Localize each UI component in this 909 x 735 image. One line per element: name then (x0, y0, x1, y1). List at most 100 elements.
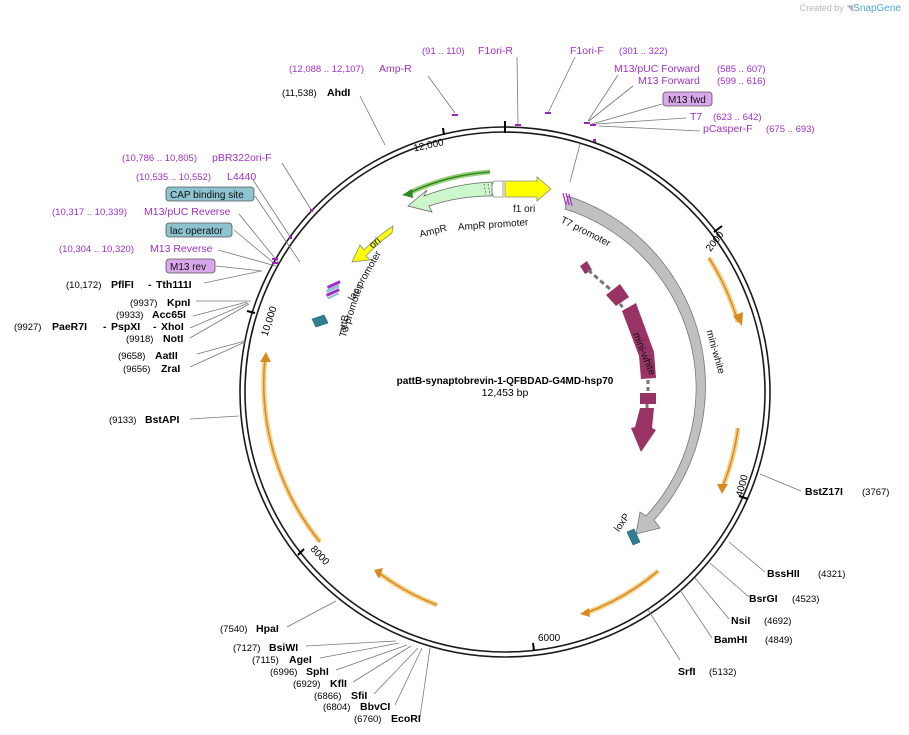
enzyme-name: BssHII (767, 568, 800, 580)
enzyme-name: AgeI (289, 654, 312, 666)
enzyme-pos: (9927) (14, 322, 41, 333)
enzyme-pos: (7540) (220, 624, 247, 635)
enzyme-name: XhoI (161, 321, 184, 333)
primer-labels: (12,088 .. 12,107) Amp-R (91 .. 110) F1o… (52, 45, 815, 255)
enzyme-name: PflFI (111, 279, 134, 291)
enzyme-name: EcoRI (391, 713, 421, 725)
loxp-mark (626, 528, 641, 546)
leader-lines (189, 56, 802, 718)
lac-region-marks (325, 280, 341, 300)
enzyme-name: BsrGI (749, 593, 778, 605)
f1-ori-label: f1 ori (513, 204, 535, 215)
enzyme-pos: (9937) (130, 298, 157, 309)
credit-brand: SnapGene (853, 3, 901, 14)
enzyme-pos: (5132) (709, 667, 736, 678)
enzyme-name: BsiWI (269, 642, 298, 654)
enzyme-name: KflI (330, 678, 347, 690)
orf-line (263, 357, 321, 543)
tick-mark (442, 127, 445, 136)
enzyme-name: BstAPI (145, 414, 180, 426)
ori-arrow (351, 225, 394, 263)
enzyme-pos: (9933) (116, 310, 143, 321)
enzyme-pos: (9656) (123, 364, 150, 375)
plasmid-name: pattB-synaptobrevin-1-QFBDAD-G4MD-hsp70 (397, 376, 614, 387)
ampr-arrow (407, 181, 493, 213)
orf-line (585, 570, 659, 614)
primer-name: L4440 (227, 171, 256, 183)
enzyme-name: AatII (155, 350, 178, 362)
orf-arrowhead (580, 608, 590, 617)
enzyme-pos: (4692) (764, 616, 791, 627)
enzyme-pos: (3767) (862, 487, 889, 498)
plasmid-length: 12,453 bp (482, 387, 529, 399)
enzyme-name: HpaI (256, 623, 279, 635)
enzyme-pos: (4321) (818, 569, 845, 580)
intron-line (587, 268, 611, 291)
snapgene-credit: Created by ◥SnapGene (800, 3, 901, 14)
tick-mark (297, 548, 305, 556)
tick-mark (738, 495, 749, 500)
tick-mark (713, 225, 723, 233)
primer-name: Amp-R (379, 63, 412, 75)
enzyme-name: BamHI (714, 634, 747, 646)
enzyme-pos: (7127) (233, 643, 260, 654)
credit-prefix: Created by (799, 3, 844, 13)
f1-ori-arrow (504, 176, 552, 202)
enzyme-sep: - (153, 321, 157, 333)
enzyme-pos: (7115) (252, 655, 279, 666)
boxed-feature-labels: M13 fwd CAP binding site lac operator M1… (165, 91, 713, 274)
enzyme-sep: - (103, 321, 107, 333)
enzyme-name: KpnI (167, 297, 190, 309)
enzyme-name: NsiI (731, 615, 750, 627)
primer-pos: (91 .. 110) (422, 46, 465, 57)
tick-label: 6000 (538, 633, 561, 644)
enzyme-sep: - (148, 279, 152, 291)
primer-markers (272, 112, 596, 264)
enzyme-name: BstZ17I (805, 486, 843, 498)
enzyme-pos: (9918) (126, 334, 153, 345)
primer-pos: (675 .. 693) (766, 124, 815, 135)
enzyme-name: BbvCI (360, 701, 390, 713)
primer-name: M13/pUC Forward (614, 63, 700, 75)
enzyme-name: AhdI (327, 87, 350, 99)
primer-name: F1ori-R (478, 45, 513, 57)
ori-label: ori (368, 236, 384, 252)
primer-pos: (10,535 .. 10,552) (136, 172, 211, 183)
orf-glow (585, 569, 660, 616)
ampr-label: AmpR (418, 223, 448, 240)
mini-white-outer-label: mini-white (703, 329, 726, 376)
t7-promoter-marks (562, 192, 573, 207)
enzyme-name: PaeR7I (52, 321, 87, 333)
orf-arrowhead (717, 484, 728, 494)
exon-block (639, 352, 656, 379)
orf-arrowhead-green (402, 189, 413, 198)
enzyme-pos: (6996) (270, 667, 297, 678)
cap-binding-label: CAP binding site (170, 190, 244, 201)
enzyme-name: ZraI (161, 363, 180, 375)
primer-name: pBR322ori-F (212, 152, 272, 164)
orf-line (378, 572, 438, 606)
enzyme-name: Tth111I (156, 279, 192, 291)
tick-label: 12,000 (413, 137, 446, 154)
m13-fwd-label: M13 fwd (668, 95, 706, 106)
primer-pos: (585 .. 607) (717, 64, 766, 75)
exon-block (622, 303, 654, 356)
m13-rev-label: M13 rev (170, 262, 206, 273)
ampr-hatch (483, 183, 491, 196)
enzyme-pos: (10,172) (66, 280, 101, 291)
orf-arrowhead (260, 352, 271, 362)
primer-pos: (301 .. 322) (619, 46, 668, 57)
enzyme-name: SphI (306, 666, 329, 678)
orf-arrowhead (733, 312, 743, 326)
exon-block (606, 284, 629, 306)
attb-mark (311, 314, 329, 328)
enzyme-name: SfiI (351, 690, 367, 702)
lac-operator-label: lac operator (170, 226, 223, 237)
tick-label: 10,000 (260, 305, 280, 338)
orf-arrowhead (374, 568, 383, 579)
primer-name: M13 Reverse (150, 243, 213, 255)
enzyme-pos: (9658) (118, 351, 145, 362)
primer-pos: (10,786 .. 10,805) (122, 153, 197, 164)
intron-line (618, 303, 627, 311)
